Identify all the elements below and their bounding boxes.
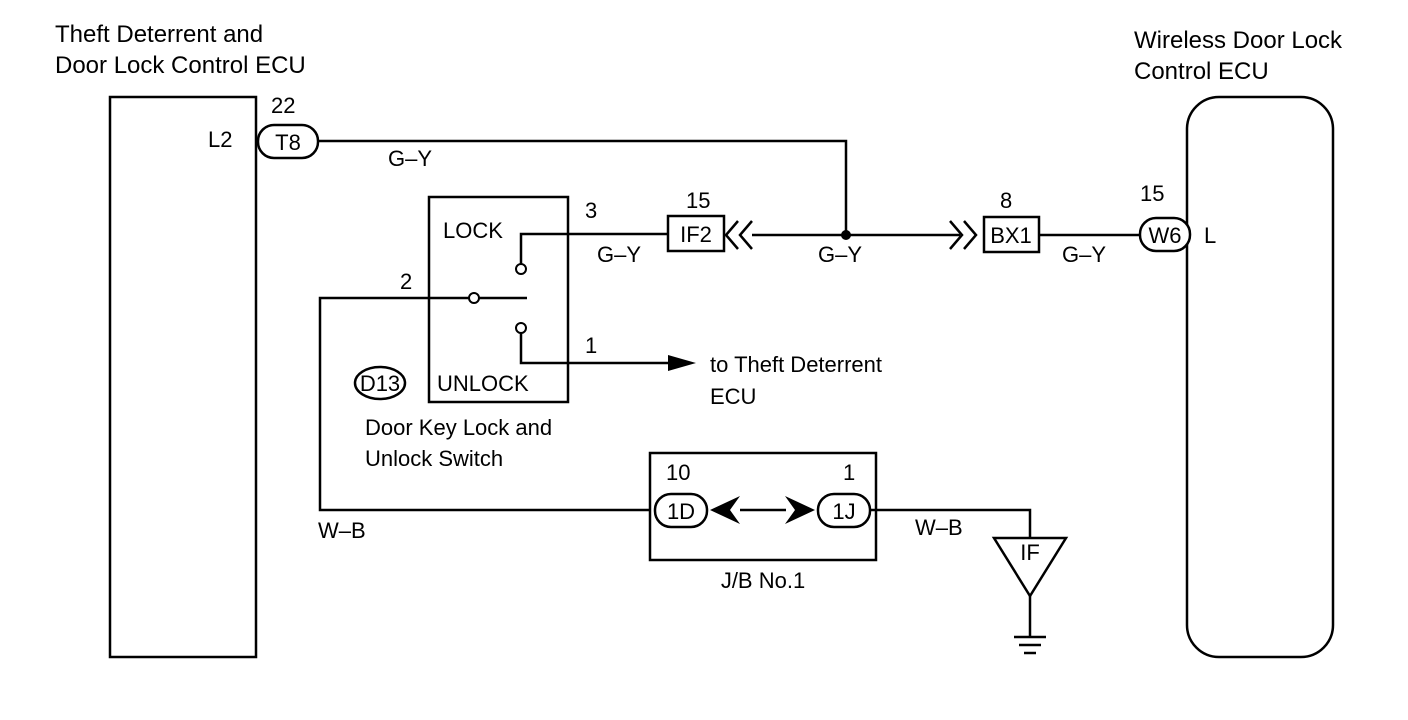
common-contact-terminal	[468, 292, 480, 304]
connector-if2-pin: 15	[686, 188, 710, 213]
bx1-chevron-1	[949, 220, 964, 250]
left-ecu-terminal: L2	[208, 127, 232, 152]
wire-top-gy-label: G–Y	[388, 146, 432, 171]
jb-connector-1d	[653, 492, 709, 529]
right-ecu-title-line1: Wireless Door Lock	[1134, 27, 1343, 54]
switch-name-line1: Door Key Lock and	[365, 415, 552, 440]
connector-w6	[1138, 216, 1192, 253]
left-ecu-title-line1: Theft Deterrent and	[55, 21, 263, 48]
switch-pin-common: 2	[400, 269, 412, 294]
wire-lock-gy-label: G–Y	[597, 242, 641, 267]
lock-contact-terminal	[515, 263, 527, 275]
ground-point-triangle	[991, 536, 1069, 599]
unlock-contact-terminal	[515, 322, 527, 334]
left-ecu-pin: 22	[271, 93, 295, 118]
right-ecu-title-line2: Control ECU	[1134, 58, 1269, 85]
connector-bx1-label: BX1	[990, 223, 1032, 248]
wire-common-wb	[318, 296, 655, 512]
right-ecu-terminal: L	[1204, 223, 1216, 248]
switch-code-badge	[353, 365, 407, 401]
wire-top-gy	[318, 139, 848, 235]
left-ecu-box	[108, 95, 258, 659]
wire-lock-contact	[519, 232, 668, 264]
connector-bx1	[982, 215, 1041, 254]
door-key-switch-box	[427, 195, 570, 404]
switch-code-label: D13	[360, 371, 400, 396]
if2-chevron-1	[724, 220, 739, 250]
if2-chevron-2	[738, 220, 753, 250]
wire-unlock-contact	[519, 333, 672, 365]
wire-bx1-w6-label: G–Y	[1062, 242, 1106, 267]
switch-lock-label: LOCK	[443, 218, 503, 243]
connector-if2	[666, 214, 726, 253]
to-theft-line2: ECU	[710, 384, 756, 409]
jb-left-pin: 10	[666, 460, 690, 485]
jb-connector-1j-label: 1J	[832, 499, 855, 524]
connector-bx1-pin: 8	[1000, 188, 1012, 213]
to-theft-line1: to Theft Deterrent	[710, 352, 882, 377]
right-ecu-box	[1185, 95, 1335, 659]
jb-right-pin: 1	[843, 460, 855, 485]
connector-t8-label: T8	[275, 130, 301, 155]
wire-wb-left-label: W–B	[318, 518, 366, 543]
jb-connector-1d-label: 1D	[667, 499, 695, 524]
switch-pin-lock: 3	[585, 198, 597, 223]
ground-point-label: IF	[1020, 540, 1040, 565]
right-ecu-pin: 15	[1140, 181, 1164, 206]
wire-if2-bx1-label: G–Y	[818, 242, 862, 267]
switch-pin-unlock: 1	[585, 333, 597, 358]
jb-name: J/B No.1	[721, 568, 805, 593]
arrow-to-theft-ecu	[668, 355, 696, 371]
wire-to-ground	[870, 508, 1032, 538]
connector-w6-label: W6	[1149, 223, 1182, 248]
jb-chevron-left	[710, 496, 740, 524]
switch-unlock-label: UNLOCK	[437, 371, 529, 396]
bx1-chevron-2	[963, 220, 978, 250]
connector-if2-label: IF2	[680, 222, 712, 247]
jb-chevron-right	[785, 496, 815, 524]
wire-wb-right-label: W–B	[915, 515, 963, 540]
left-ecu-title-line2: Door Lock Control ECU	[55, 52, 306, 79]
switch-name-line2: Unlock Switch	[365, 446, 503, 471]
